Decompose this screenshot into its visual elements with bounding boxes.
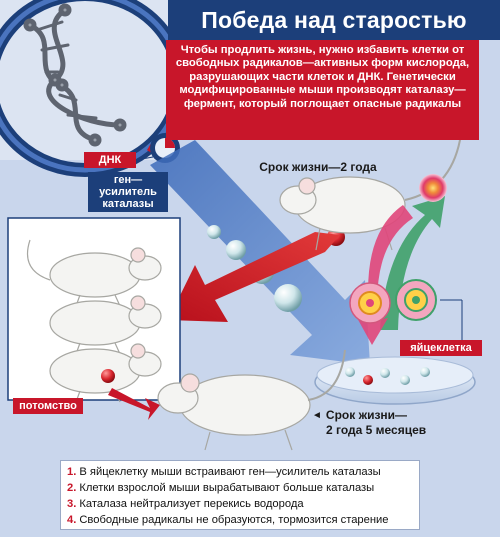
step-text: Свободные радикалы не образуются, тормоз… — [79, 514, 389, 526]
cell-icon — [419, 174, 447, 202]
big-blue-arrow-icon — [150, 140, 370, 365]
step-text: Каталаза нейтрализует перекись водорода — [79, 498, 304, 510]
dna-label: ДНК — [84, 152, 136, 168]
step-number: 1. — [67, 466, 77, 478]
step-number: 4. — [67, 514, 77, 526]
step-number: 3. — [67, 498, 77, 510]
lifespan-normal-label: Срок жизни—2 года — [259, 160, 377, 174]
lifespan-extended-line1: Срок жизни— — [325, 408, 408, 422]
step-item: 4.Свободные радикалы не образуются, торм… — [67, 512, 413, 528]
small-red-arrow-icon — [108, 388, 160, 420]
page-title: Победа над старостью — [168, 0, 500, 40]
mouse-icon — [26, 239, 162, 403]
egg-cell-label: яйцеклетка — [400, 340, 482, 356]
step-text: В яйцеклетку мыши встраивают ген—усилите… — [79, 466, 381, 478]
pointer-icon: ◄ — [312, 410, 322, 421]
step-item: 2.Клетки взрослой мыши вырабатывают боль… — [67, 480, 413, 496]
intro-text: Чтобы продлить жизнь, нужно избавить кле… — [166, 40, 479, 140]
offspring-label: потомство — [13, 398, 83, 414]
lifespan-extended-label: ◄ Срок жизни— 2 года 5 месяцев — [312, 408, 442, 438]
step-item: 3.Каталаза нейтрализует перекись водород… — [67, 496, 413, 512]
petri-dish-icon — [314, 356, 476, 405]
gene-label: ген—усилитель каталазы — [88, 172, 168, 212]
step-item: 1.В яйцеклетку мыши встраивают ген—усили… — [67, 464, 413, 480]
steps-box: 1.В яйцеклетку мыши встраивают ген—усили… — [60, 460, 420, 530]
dna-helix-icon — [23, 3, 127, 147]
lifespan-extended-line2: 2 года 5 месяцев — [326, 423, 427, 437]
red-arrow-icon — [168, 232, 340, 322]
step-number: 2. — [67, 482, 77, 494]
mouse-icon — [157, 349, 346, 451]
leader-lines — [135, 156, 463, 345]
sphere-icon — [101, 369, 115, 383]
step-text: Клетки взрослой мыши вырабатывают больше… — [79, 482, 375, 494]
cell-icon — [349, 279, 437, 324]
